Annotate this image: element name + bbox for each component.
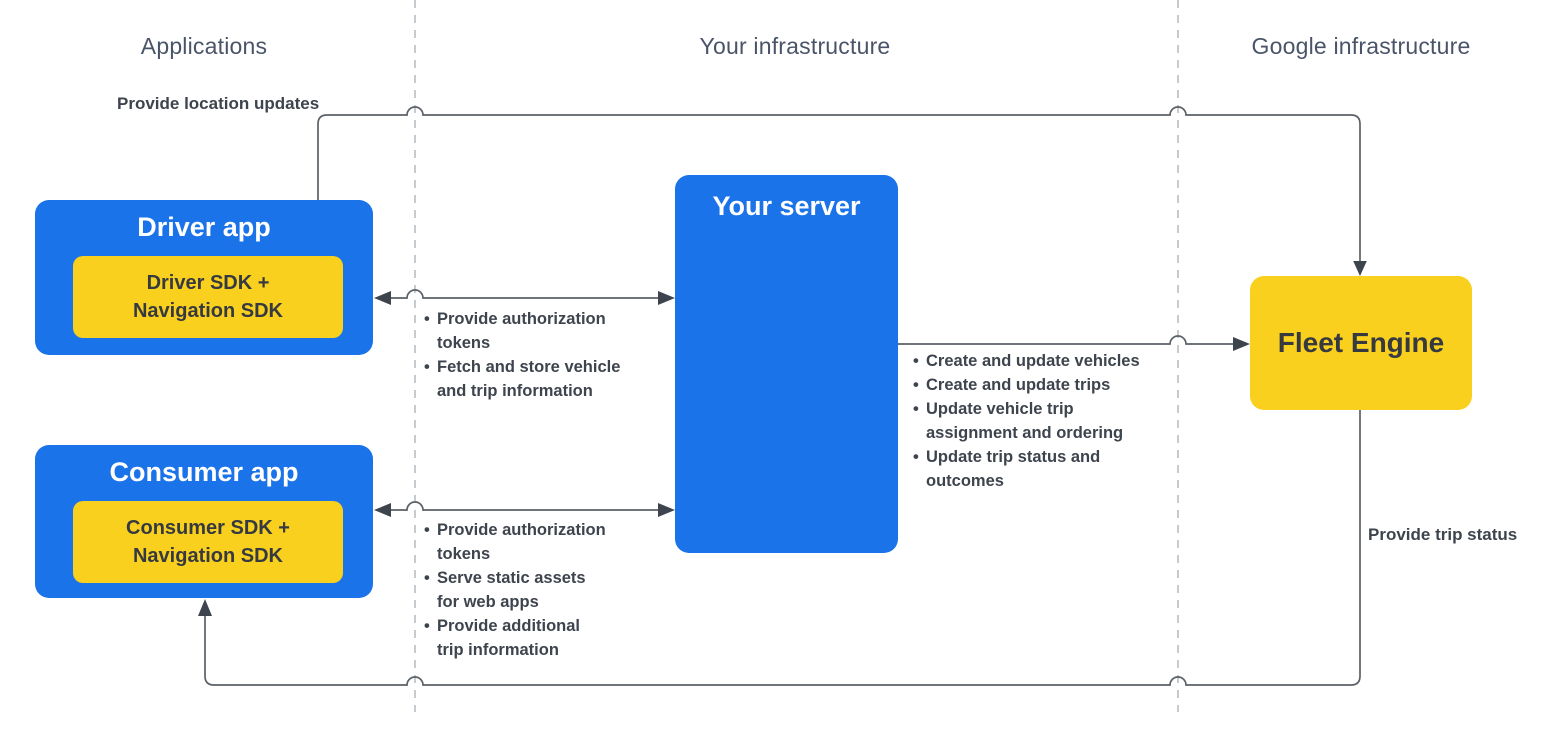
bullet-item: Serve static assets for web apps xyxy=(424,566,674,614)
bullet-item: Provide additional trip information xyxy=(424,614,674,662)
driver-server-arrowhead-right-icon xyxy=(658,291,675,305)
trip-status-arrow-line xyxy=(204,410,1361,686)
server-fleet-arrow-line xyxy=(898,335,1233,345)
bullet-item: Fetch and store vehicle and trip informa… xyxy=(424,355,674,403)
driver-server-arrow-line xyxy=(391,289,658,299)
column-header-google-infrastructure: Google infrastructure xyxy=(1251,33,1471,59)
bullet-item: Provide authorization tokens xyxy=(424,307,674,355)
trip-status-arrowhead-icon xyxy=(198,599,212,616)
location-updates-arrowhead-icon xyxy=(1353,261,1367,276)
bullet-item: Create and update vehicles xyxy=(913,349,1203,373)
bullet-item: Update trip status and outcomes xyxy=(913,445,1203,493)
column-header-your-infrastructure: Your infrastructure xyxy=(699,33,891,59)
driver-sdk-node: Driver SDK + Navigation SDK xyxy=(73,256,343,338)
driver-server-bullet-list: Provide authorization tokensFetch and st… xyxy=(424,307,674,403)
consumer-app-title: Consumer app xyxy=(109,457,299,487)
consumer-server-bullet-list: Provide authorization tokensServe static… xyxy=(424,518,674,662)
server-fleet-bullet-list: Create and update vehiclesCreate and upd… xyxy=(913,349,1203,493)
location-updates-arrow-line xyxy=(317,106,1361,261)
bullet-item: Update vehicle trip assignment and order… xyxy=(913,397,1203,445)
your-server-title: Your server xyxy=(712,191,861,221)
bullet-item: Provide authorization tokens xyxy=(424,518,674,566)
column-header-applications: Applications xyxy=(140,33,268,59)
driver-server-arrowhead-left-icon xyxy=(374,291,391,305)
bullet-item: Create and update trips xyxy=(913,373,1203,397)
fleet-engine-node: Fleet Engine xyxy=(1250,276,1472,410)
consumer-sdk-node: Consumer SDK + Navigation SDK xyxy=(73,501,343,583)
consumer-server-arrowhead-left-icon xyxy=(374,503,391,517)
consumer-server-arrowhead-right-icon xyxy=(658,503,675,517)
trip-status-label: Provide trip status xyxy=(1368,525,1518,544)
location-updates-label: Provide location updates xyxy=(117,94,320,113)
your-server-node: Your server xyxy=(675,175,898,553)
server-fleet-arrowhead-icon xyxy=(1233,337,1250,351)
driver-app-title: Driver app xyxy=(137,212,271,242)
consumer-server-arrow-line xyxy=(391,501,658,511)
